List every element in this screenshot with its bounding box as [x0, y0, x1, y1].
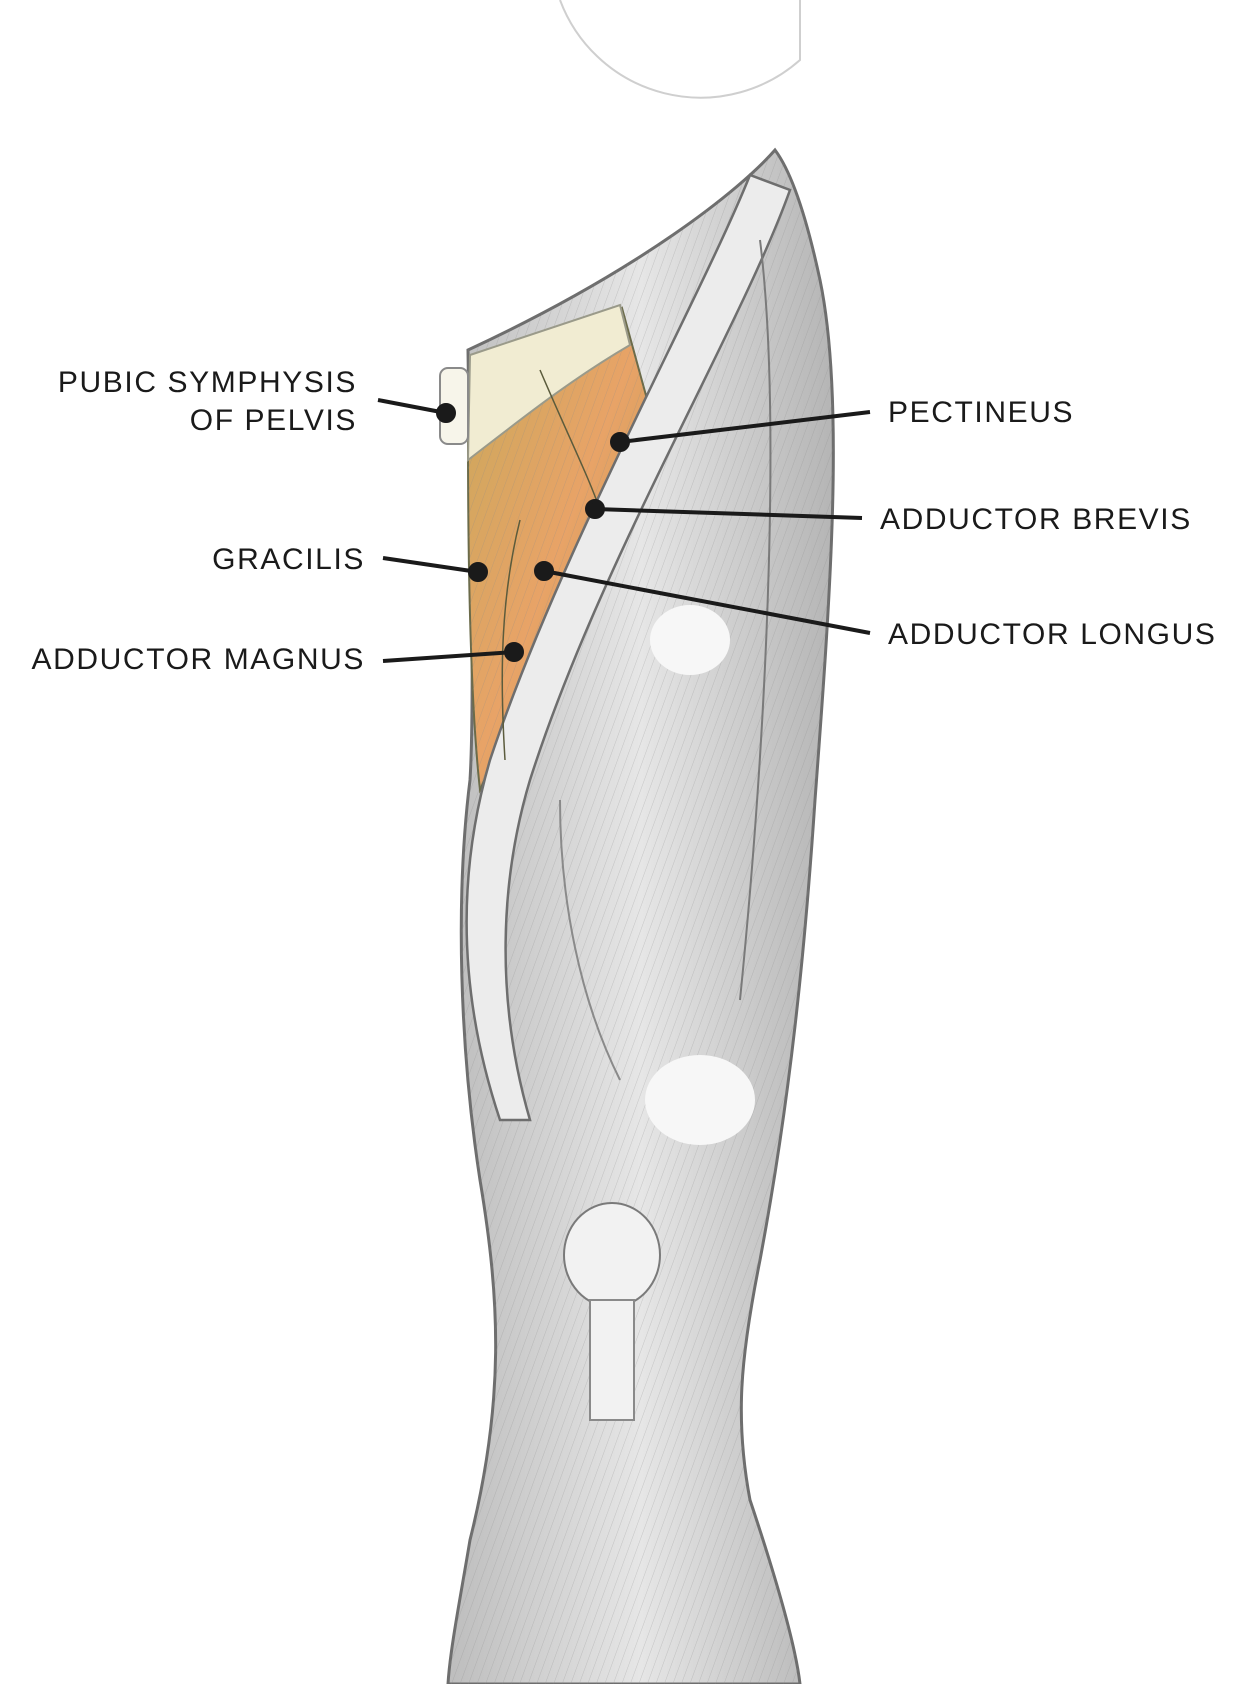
label-adductor-magnus: ADDUCTOR MAGNUS [31, 643, 365, 676]
patella [563, 1202, 661, 1308]
label-line: OF PELVIS [189, 404, 357, 437]
label-line: PUBIC SYMPHYSIS [57, 366, 357, 399]
label-pectineus: PECTINEUS [888, 396, 1075, 429]
label-pubic-symphysis: PUBIC SYMPHYSIS OF PELVIS [58, 364, 357, 440]
label-adductor-longus: ADDUCTOR LONGUS [888, 618, 1217, 651]
label-adductor-brevis: ADDUCTOR BREVIS [880, 503, 1192, 536]
leader-lines [377, 398, 871, 663]
hip-outline [559, 0, 801, 99]
label-gracilis: GRACILIS [212, 543, 365, 576]
